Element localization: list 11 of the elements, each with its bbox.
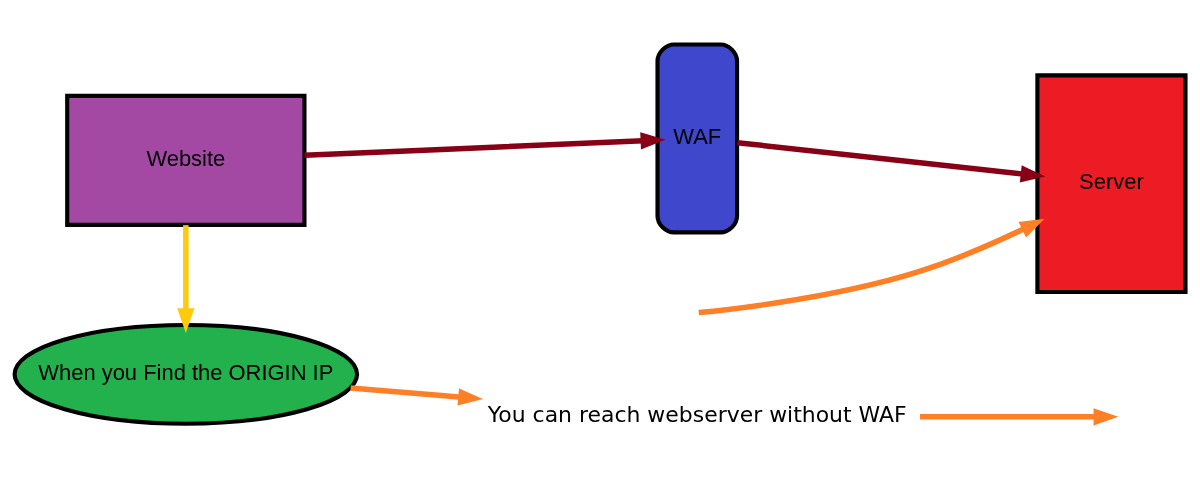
arrow: [350, 385, 483, 406]
node-box: Server: [1035, 73, 1188, 295]
arrow: [304, 132, 666, 159]
node-box: WAF: [655, 42, 740, 235]
arrow: [737, 139, 1046, 183]
node-ellipse: When you Find the ORIGIN IP: [12, 322, 360, 426]
arrow: [920, 408, 1119, 426]
node-text: You can reach webserver without WAF: [487, 402, 907, 428]
arrow: [698, 218, 1045, 316]
arrow: [177, 225, 195, 333]
node-box: Website: [65, 93, 307, 227]
